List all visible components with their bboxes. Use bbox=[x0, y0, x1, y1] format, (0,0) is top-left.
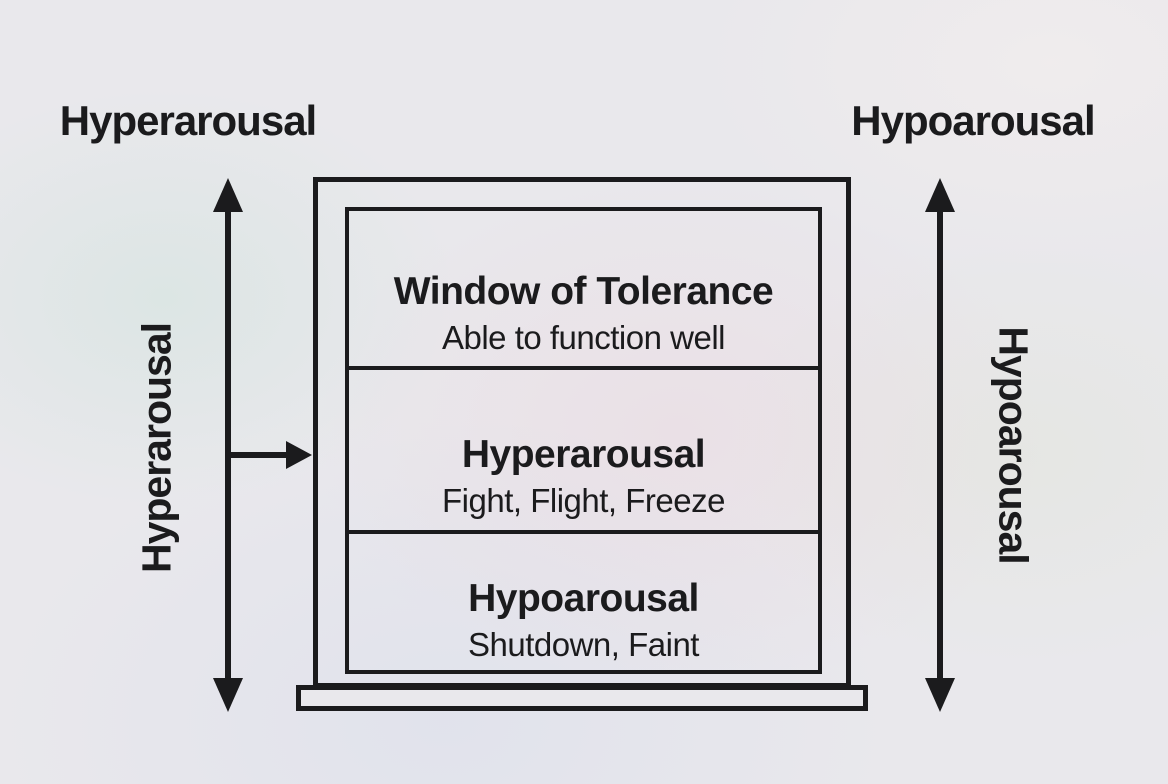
arrow-stem bbox=[225, 206, 231, 682]
heading-hypoarousal: Hypoarousal bbox=[851, 97, 1095, 144]
section-title: Window of Tolerance bbox=[393, 269, 774, 313]
section-window-of-tolerance: Window of Tolerance Able to function wel… bbox=[349, 211, 818, 366]
arrowhead-down-icon bbox=[925, 678, 955, 712]
section-hyperarousal: Hyperarousal Fight, Flight, Freeze bbox=[349, 366, 818, 530]
arrowhead-right-icon bbox=[286, 441, 312, 469]
section-hypoarousal: Hypoarousal Shutdown, Faint bbox=[349, 530, 818, 670]
axis-label-hyperarousal: Hyperarousal bbox=[133, 322, 180, 574]
heading-hyperarousal: Hyperarousal bbox=[59, 97, 317, 144]
arrowhead-down-icon bbox=[213, 678, 243, 712]
arrow-stem bbox=[937, 206, 943, 682]
section-title: Hypoarousal bbox=[468, 576, 699, 620]
window-sill bbox=[296, 685, 868, 711]
section-title: Hyperarousal bbox=[461, 432, 706, 476]
arrow-stem bbox=[228, 452, 288, 458]
section-subtitle: Fight, Flight, Freeze bbox=[442, 481, 725, 519]
axis-label-hypoarousal: Hypoarousal bbox=[990, 326, 1037, 564]
section-subtitle: Shutdown, Faint bbox=[468, 625, 699, 663]
window-frame-inner: Window of Tolerance Able to function wel… bbox=[345, 207, 822, 674]
section-subtitle: Able to function well bbox=[441, 318, 726, 356]
